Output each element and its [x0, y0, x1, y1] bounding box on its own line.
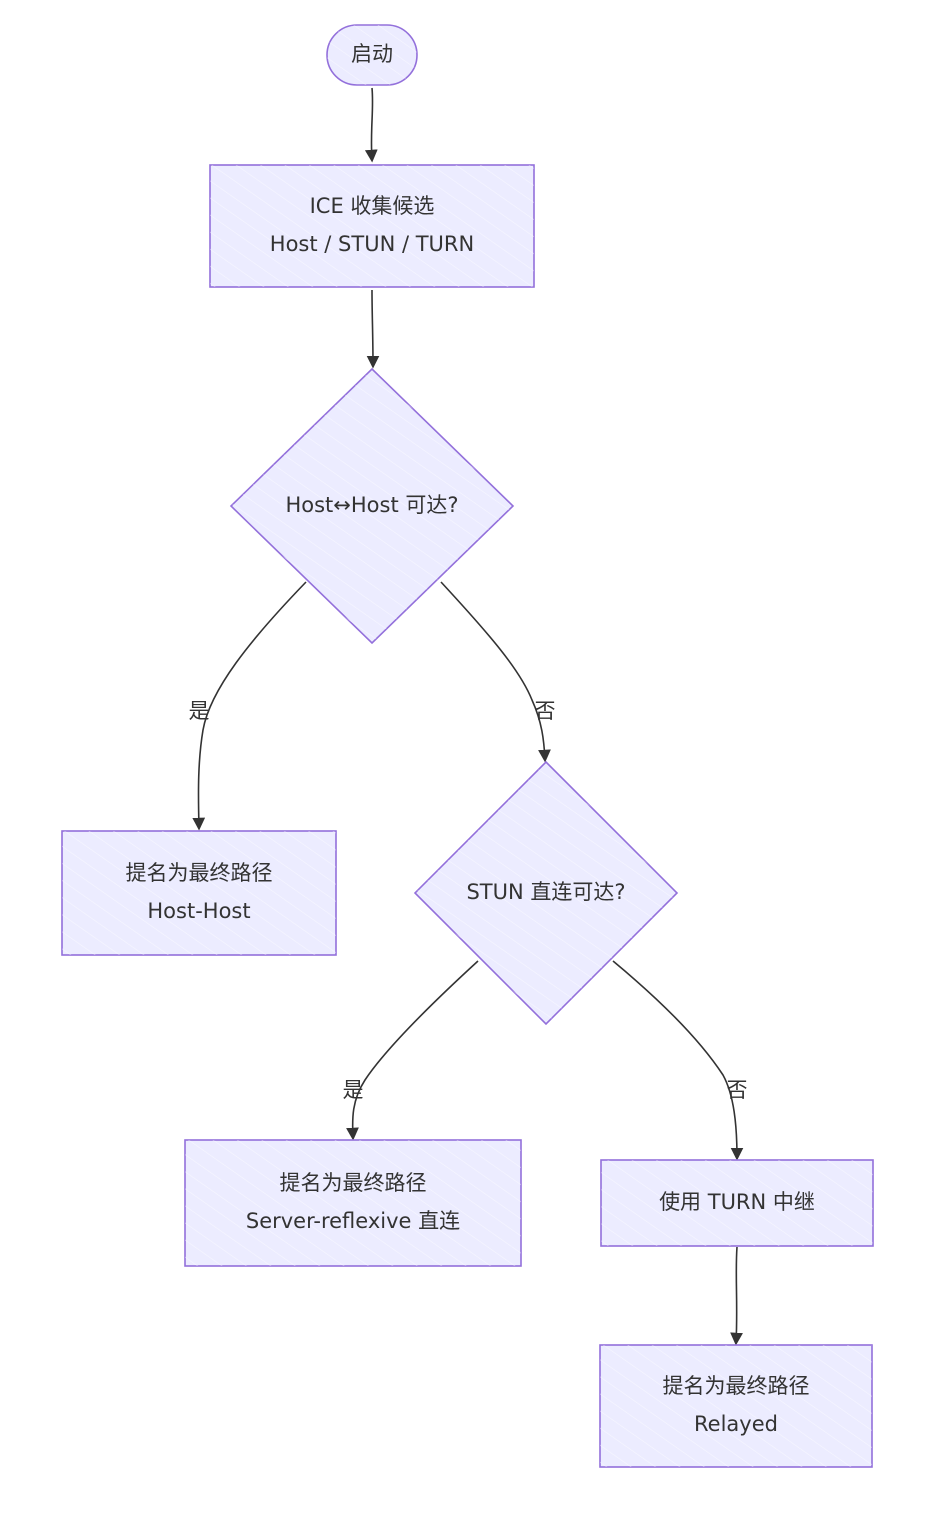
edge-gather-to-hostcheck — [366, 289, 380, 369]
node-hosthost-label-line-2: Host-Host — [147, 899, 250, 923]
edge-start-to-gather — [364, 87, 378, 163]
node-gather-label-line-1: ICE 收集候选 — [310, 194, 435, 218]
node-hostcheck-label-line-1: Host↔Host 可达? — [285, 493, 458, 517]
node-relayed-label-line-2: Relayed — [694, 1412, 778, 1436]
edge-label-hostcheck-to-stuncheck: 否 — [535, 699, 556, 723]
edge-hostcheck-to-stuncheck — [440, 581, 551, 763]
node-stuncheck-label-line-1: STUN 直连可达? — [466, 880, 625, 904]
node-turn-label-line-1: 使用 TURN 中继 — [659, 1190, 815, 1214]
edge-stuncheck-to-turn — [612, 960, 744, 1161]
node-stuncheck: STUN 直连可达? — [413, 760, 679, 1026]
edge-label-hostcheck-to-hosthost: 是 — [189, 699, 210, 723]
node-srflx: 提名为最终路径 Server-reflexive 直连 — [184, 1139, 522, 1267]
node-srflx-label-line-2: Server-reflexive 直连 — [246, 1209, 460, 1233]
node-start: 启动 — [326, 24, 418, 86]
node-srflx-label-line-1: 提名为最终路径 — [280, 1171, 427, 1195]
node-gather-label-line-2: Host / STUN / TURN — [270, 232, 474, 256]
edge-stuncheck-to-srflx — [346, 960, 479, 1141]
node-start-label-line-1: 启动 — [351, 42, 393, 66]
node-turn: 使用 TURN 中继 — [600, 1159, 874, 1247]
node-gather: ICE 收集候选 Host / STUN / TURN — [209, 164, 535, 288]
node-relayed: 提名为最终路径 Relayed — [599, 1344, 873, 1468]
node-relayed-label-line-1: 提名为最终路径 — [663, 1374, 810, 1398]
node-hostcheck: Host↔Host 可达? — [229, 367, 515, 645]
edge-label-stuncheck-to-srflx: 是 — [343, 1078, 364, 1102]
edge-label-stuncheck-to-turn: 否 — [727, 1078, 748, 1102]
edge-hostcheck-to-hosthost — [192, 581, 307, 831]
node-hosthost: 提名为最终路径 Host-Host — [61, 830, 337, 956]
node-hosthost-label-line-1: 提名为最终路径 — [126, 861, 273, 885]
edge-turn-to-relayed — [730, 1246, 743, 1346]
